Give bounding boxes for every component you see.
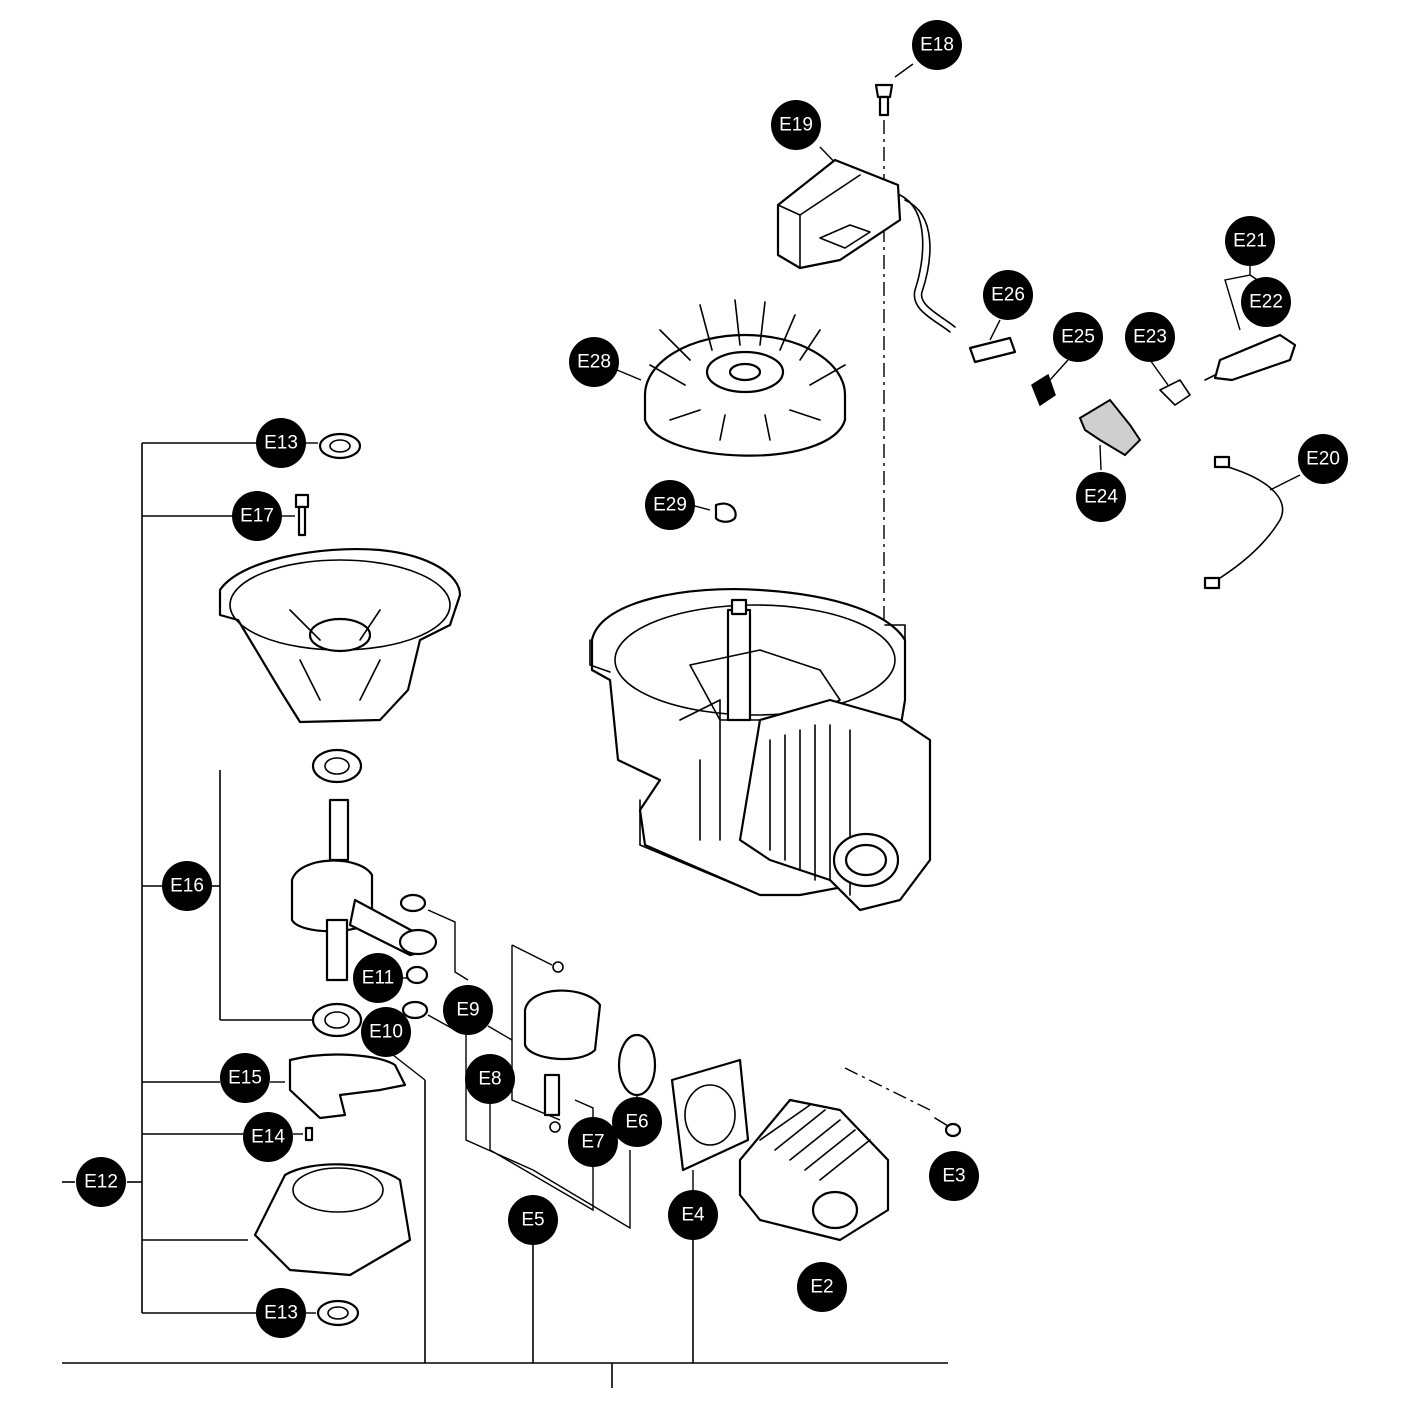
svg-text:E3: E3 bbox=[942, 1166, 965, 1187]
svg-text:E16: E16 bbox=[170, 876, 204, 897]
piston-cylinder-group bbox=[523, 961, 962, 1242]
spark-plug-group bbox=[968, 333, 1297, 590]
flywheel-key bbox=[714, 502, 737, 523]
callout-e22: E22 bbox=[1241, 277, 1291, 327]
callout-e16: E16 bbox=[162, 861, 212, 911]
svg-text:E12: E12 bbox=[84, 1172, 118, 1193]
callout-e12: E12 bbox=[76, 1157, 126, 1207]
svg-text:E19: E19 bbox=[779, 115, 813, 136]
svg-text:E17: E17 bbox=[240, 506, 274, 527]
svg-text:E20: E20 bbox=[1306, 449, 1340, 470]
crankshaft-assembly bbox=[290, 748, 438, 1038]
callout-e4: E4 bbox=[668, 1190, 718, 1240]
callout-e26: E26 bbox=[983, 270, 1033, 320]
callout-e13-top: E13 bbox=[256, 418, 306, 468]
callout-e13-bottom: E13 bbox=[256, 1288, 306, 1338]
svg-text:E11: E11 bbox=[362, 968, 394, 989]
callout-e2: E2 bbox=[797, 1262, 847, 1312]
flywheel bbox=[643, 299, 847, 457]
svg-text:E4: E4 bbox=[681, 1205, 705, 1226]
callout-e15: E15 bbox=[220, 1053, 270, 1103]
svg-text:E13: E13 bbox=[264, 433, 298, 454]
callout-e23: E23 bbox=[1125, 312, 1175, 362]
callout-e11: E11 bbox=[353, 953, 403, 1003]
callout-e18: E18 bbox=[912, 20, 962, 70]
lower-housing bbox=[253, 1053, 412, 1327]
callout-e10: E10 bbox=[361, 1007, 411, 1057]
crankcase-assembly bbox=[589, 587, 932, 912]
svg-text:E8: E8 bbox=[478, 1069, 501, 1090]
callout-e25: E25 bbox=[1053, 312, 1103, 362]
svg-text:E21: E21 bbox=[1233, 231, 1267, 252]
callout-e7: E7 bbox=[568, 1117, 618, 1167]
svg-text:E14: E14 bbox=[251, 1127, 285, 1148]
svg-text:E2: E2 bbox=[810, 1277, 833, 1298]
svg-text:E6: E6 bbox=[625, 1112, 648, 1133]
svg-text:E28: E28 bbox=[577, 352, 611, 373]
callout-e24: E24 bbox=[1076, 472, 1126, 522]
callout-e6: E6 bbox=[612, 1097, 662, 1147]
callout-e14: E14 bbox=[243, 1112, 293, 1162]
callout-e28: E28 bbox=[569, 337, 619, 387]
svg-text:E5: E5 bbox=[521, 1210, 544, 1231]
svg-text:E7: E7 bbox=[581, 1132, 604, 1153]
svg-text:E29: E29 bbox=[653, 495, 687, 516]
callout-e17: E17 bbox=[232, 491, 282, 541]
callout-e20: E20 bbox=[1298, 434, 1348, 484]
svg-text:E15: E15 bbox=[228, 1068, 262, 1089]
svg-text:E18: E18 bbox=[920, 35, 954, 56]
svg-text:E9: E9 bbox=[456, 1000, 479, 1021]
ignition-coil bbox=[776, 83, 956, 333]
svg-text:E10: E10 bbox=[369, 1022, 403, 1043]
part-callouts: E18 E19 E21 E22 E26 E25 E23 E28 E13 E20 … bbox=[76, 20, 1348, 1338]
callout-e8: E8 bbox=[465, 1054, 515, 1104]
svg-text:E22: E22 bbox=[1249, 292, 1283, 313]
svg-text:E25: E25 bbox=[1061, 327, 1095, 348]
callout-e9: E9 bbox=[443, 985, 493, 1035]
callout-e19: E19 bbox=[771, 100, 821, 150]
callout-e29: E29 bbox=[645, 480, 695, 530]
callout-e21: E21 bbox=[1225, 216, 1275, 266]
svg-text:E23: E23 bbox=[1133, 327, 1167, 348]
svg-text:E26: E26 bbox=[991, 285, 1025, 306]
svg-text:E13: E13 bbox=[264, 1303, 298, 1324]
callout-e3: E3 bbox=[929, 1151, 979, 1201]
callout-e5: E5 bbox=[508, 1195, 558, 1245]
svg-text:E24: E24 bbox=[1084, 487, 1118, 508]
crankcase-cover bbox=[218, 432, 462, 724]
